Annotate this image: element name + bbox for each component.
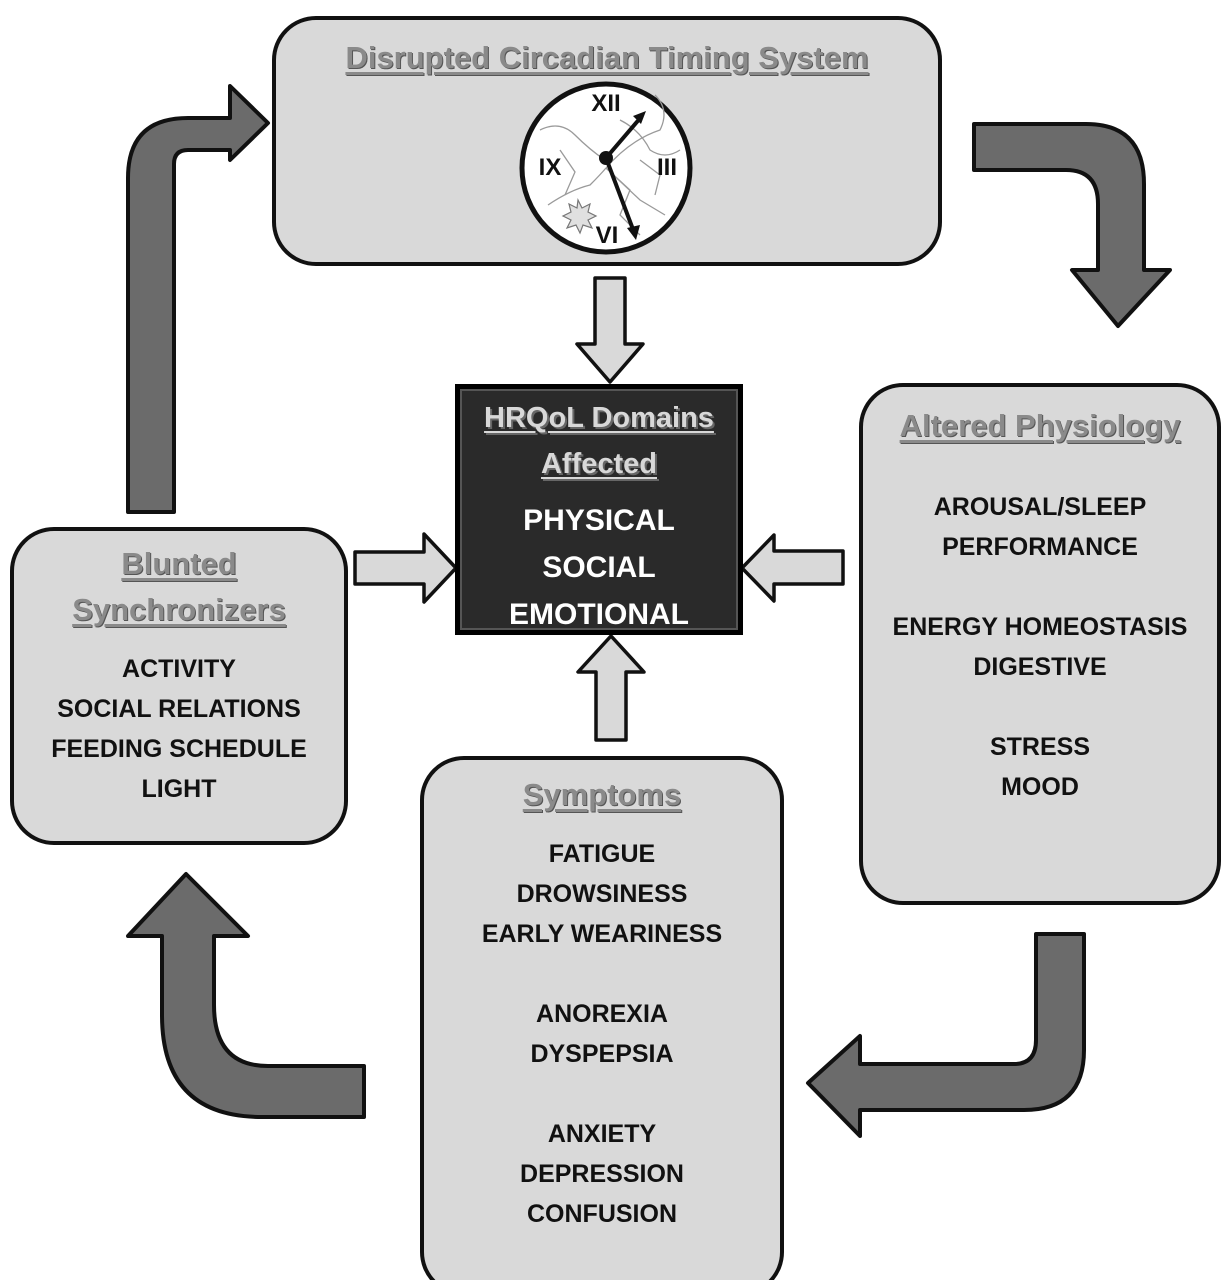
symptoms-box: Symptoms FATIGUE DROWSINESS EARLY WEARIN… [420,756,784,1280]
hrqol-item: SOCIAL [542,551,656,584]
physiology-item: MOOD [1001,773,1079,801]
circadian-system-title: Disrupted Circadian Timing System [345,40,869,75]
clock-numeral-vi: VI [595,222,619,249]
hrqol-item: EMOTIONAL [509,598,689,631]
arrow-right-to-center [740,533,845,603]
cycle-arrow-right-to-bottom [806,932,1086,1138]
cycle-arrow-top-to-right [972,122,1172,328]
altered-physiology-title: Altered Physiology [899,408,1181,443]
symptom-item: ANOREXIA [536,1000,668,1028]
synchronizer-item: SOCIAL RELATIONS [57,695,301,723]
blunted-synchronizers-title-line2: Synchronizers [72,592,286,627]
physiology-item: AROUSAL/SLEEP [933,493,1147,521]
hrqol-title-line2: Affected [540,448,657,480]
synchronizer-item: FEEDING SCHEDULE [51,735,307,763]
symptom-item: DROWSINESS [516,880,688,908]
clock-numeral-iii: III [656,154,677,181]
symptom-item: EARLY WEARINESS [481,920,723,948]
physiology-item: PERFORMANCE [942,533,1138,561]
hrqol-title-line1: HRQoL Domains [484,402,714,434]
symptom-item: CONFUSION [527,1200,677,1228]
arrow-left-to-center [353,532,458,604]
synchronizer-item: LIGHT [141,775,217,803]
physiology-item: STRESS [989,733,1091,761]
physiology-item: DIGESTIVE [973,653,1107,681]
arrow-top-to-center [575,276,645,384]
clock-numeral-ix: IX [538,154,562,181]
symptom-item: FATIGUE [548,840,656,868]
clock-numeral-xii: XII [591,90,621,117]
synchronizer-item: ACTIVITY [122,655,236,683]
physiology-item: ENERGY HOMEOSTASIS [892,613,1188,641]
cycle-arrow-left-to-top [126,84,270,514]
altered-physiology-box: Altered Physiology AROUSAL/SLEEP PERFORM… [859,383,1221,905]
symptom-item: DYSPEPSIA [530,1040,674,1068]
symptoms-title: Symptoms [522,777,682,812]
symptom-item: DEPRESSION [520,1160,684,1188]
arrow-bottom-to-center [576,634,646,742]
blunted-synchronizers-title-line1: Blunted [121,546,237,581]
hrqol-domains-box: HRQoL Domains Affected PHYSICAL SOCIAL E… [455,384,743,635]
hrqol-item: PHYSICAL [523,504,675,537]
blunted-synchronizers-box: Blunted Synchronizers ACTIVITY SOCIAL RE… [10,527,348,845]
cycle-arrow-bottom-to-left [126,872,366,1119]
symptom-item: ANXIETY [547,1120,657,1148]
